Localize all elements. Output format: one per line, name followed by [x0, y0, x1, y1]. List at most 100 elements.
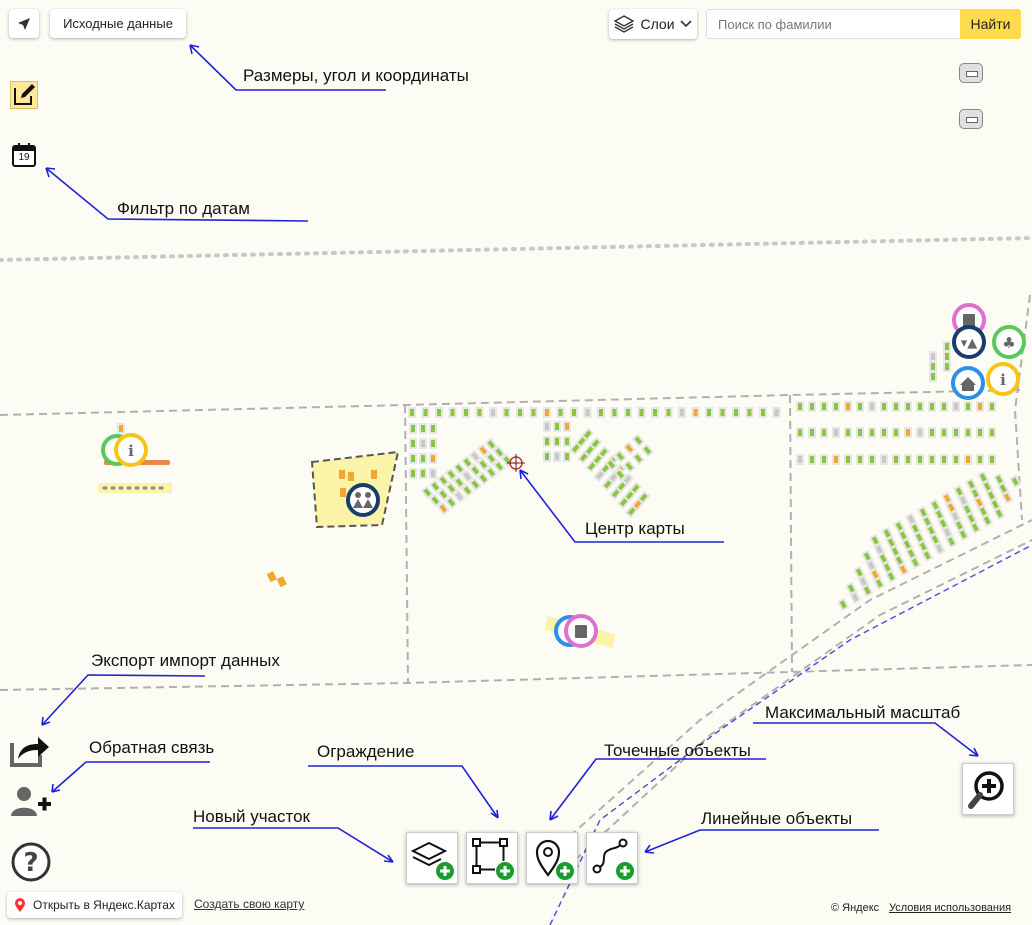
max-zoom-button[interactable] [962, 763, 1014, 815]
fence-tool[interactable] [466, 832, 518, 884]
toilet-marker-icon[interactable] [952, 325, 986, 359]
plot [117, 423, 125, 434]
calendar-icon [12, 143, 36, 167]
plot [339, 470, 345, 479]
plot [577, 450, 591, 465]
plot [881, 526, 894, 541]
plot [502, 407, 511, 418]
annotation-feedback: Обратная связь [89, 738, 215, 757]
plot [928, 401, 936, 412]
plot [617, 495, 631, 510]
plot [880, 401, 888, 412]
plot [484, 465, 498, 480]
add-user-icon [11, 787, 51, 816]
create-map-link[interactable]: Создать свою карту [194, 897, 305, 911]
plot [993, 472, 1006, 487]
plot [976, 427, 984, 438]
plot [475, 407, 484, 418]
plot [892, 427, 900, 438]
search-input[interactable] [706, 9, 960, 39]
plot [468, 463, 482, 478]
plot [468, 477, 482, 492]
plot [428, 479, 442, 494]
plot [880, 427, 888, 438]
forest-marker-icon[interactable] [992, 325, 1026, 359]
source-data-button[interactable]: Исходные данные [50, 9, 186, 38]
open-yandex-maps-button[interactable]: Открыть в Яндекс.Картах [7, 892, 182, 918]
linear-object-tool[interactable] [586, 832, 638, 884]
toilet-icon [353, 499, 373, 508]
plot [868, 454, 876, 465]
plot [916, 401, 924, 412]
plot [732, 407, 740, 418]
route-add-icon [592, 838, 634, 880]
feedback-button[interactable] [10, 785, 52, 819]
annotation-map-center: Центр карты [585, 519, 685, 538]
plot [904, 454, 912, 465]
share-export-icon [10, 737, 49, 767]
plot [444, 467, 458, 482]
plot [409, 423, 417, 434]
plot [856, 454, 864, 465]
info-marker-icon[interactable] [114, 433, 148, 467]
terms-link[interactable]: Условия использования [889, 902, 1012, 914]
plot [429, 453, 437, 464]
annotation-fence: Ограждение [317, 742, 415, 761]
plot [452, 461, 466, 476]
annotation-point-objects: Точечные объекты [604, 741, 751, 760]
annotation-export-import: Экспорт импорт данных [91, 651, 280, 670]
date-filter-button[interactable]: 19 [11, 142, 37, 168]
plot [796, 427, 804, 438]
info-marker-icon[interactable] [986, 362, 1020, 396]
plot [952, 427, 960, 438]
plot [460, 469, 474, 484]
plot [964, 427, 972, 438]
plot [371, 470, 377, 479]
toilet-marker-fenced[interactable] [346, 483, 380, 517]
plot [976, 401, 984, 412]
marker-cluster-left[interactable]: i [101, 433, 148, 467]
new-plot-tool[interactable] [406, 832, 458, 884]
collapse-button-2[interactable] [959, 109, 983, 129]
layers-button[interactable]: Слои [609, 9, 697, 39]
edit-dimensions-button[interactable] [10, 81, 38, 109]
plot [940, 427, 948, 438]
plot [429, 438, 437, 449]
plot [844, 454, 852, 465]
marker-cluster-bottom[interactable] [554, 614, 598, 648]
plot [988, 454, 996, 465]
geolocation-button[interactable] [9, 9, 39, 38]
plot [428, 493, 442, 508]
plot [448, 407, 457, 418]
plot [435, 407, 443, 418]
plot [977, 470, 990, 485]
collapse-button-1[interactable] [959, 63, 983, 83]
point-object-tool[interactable] [526, 832, 578, 884]
plot [745, 407, 754, 418]
plot [444, 495, 458, 510]
help-button[interactable]: ? [11, 842, 51, 882]
plot [678, 407, 686, 418]
plot [844, 427, 852, 438]
plot [880, 454, 888, 465]
plot [476, 471, 490, 486]
svg-text:?: ? [23, 848, 38, 878]
export-import-button[interactable] [10, 733, 50, 767]
plot [569, 441, 583, 456]
plot [964, 454, 972, 465]
plot [904, 401, 912, 412]
marker-cluster-right[interactable]: ▾▲ ♣ i [951, 303, 1026, 400]
map-center-crosshair [507, 454, 525, 472]
plot [892, 454, 900, 465]
plot [796, 454, 804, 465]
blue-dashed-line [549, 544, 1032, 925]
plot [420, 485, 434, 500]
plot [585, 459, 599, 474]
search-button[interactable]: Найти [960, 9, 1021, 39]
plot [570, 407, 578, 418]
minus-icon [966, 71, 978, 77]
plot [941, 491, 954, 506]
plot [929, 371, 937, 382]
plot [808, 427, 816, 438]
